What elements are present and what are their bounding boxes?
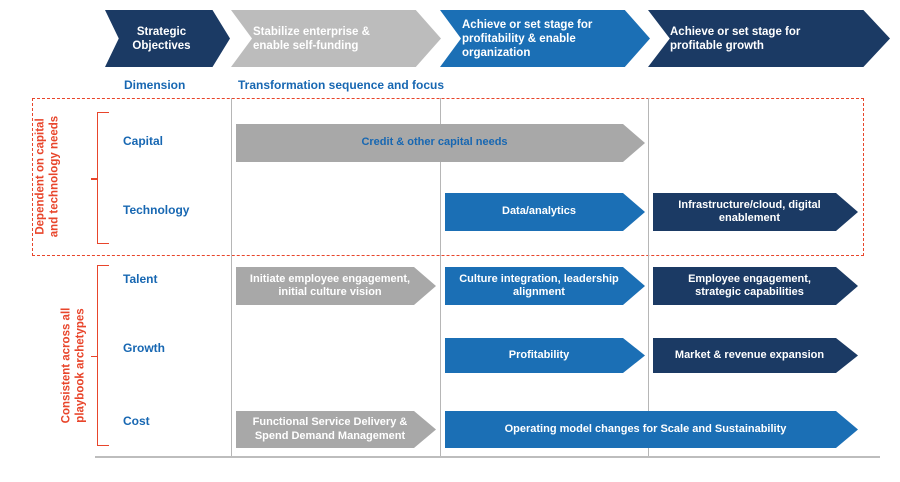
column-divider-2 xyxy=(440,98,441,456)
bracket-tick xyxy=(91,178,98,180)
dimension-label-technology: Technology xyxy=(123,203,190,217)
arrow-talent-employee-engagement-label: Employee engagement, strategic capabilit… xyxy=(688,272,811,298)
column-label-dimension: Dimension xyxy=(124,78,186,92)
arrow-capital-credit-label: Credit & other capital needs xyxy=(361,136,508,149)
arrow-cost-operating-model-label: Operating model changes for Scale and Su… xyxy=(504,422,787,435)
arrow-talent-employee-engagement[interactable]: Employee engagement, strategic capabilit… xyxy=(653,267,858,305)
stage-chevron-4[interactable]: Achieve or set stage for profitable grow… xyxy=(648,10,890,67)
stage-chevron-3-label: Achieve or set stage for profitability &… xyxy=(462,18,593,59)
column-divider-3 xyxy=(648,98,649,456)
arrow-growth-market-expansion[interactable]: Market & revenue expansion xyxy=(653,338,858,373)
stage-chevron-3[interactable]: Achieve or set stage for profitability &… xyxy=(440,10,650,67)
bracket-tick xyxy=(91,355,98,358)
stage-chevron-1[interactable]: Strategic Objectives xyxy=(105,10,230,67)
arrow-technology-infrastructure[interactable]: Infrastructure/cloud, digital enablement xyxy=(653,193,858,231)
arrow-technology-data-analytics[interactable]: Data/analytics xyxy=(445,193,645,231)
stage-chevron-2-label: Stabilize enterprise & enable self-fundi… xyxy=(253,25,370,52)
group-box-dependent xyxy=(32,98,864,256)
baseline-axis xyxy=(95,456,880,458)
dimension-label-cost: Cost xyxy=(123,414,150,428)
arrow-cost-operating-model[interactable]: Operating model changes for Scale and Su… xyxy=(445,411,858,448)
arrow-cost-functional-service-label: Functional Service Delivery & Spend Dema… xyxy=(252,416,408,442)
arrow-growth-market-expansion-label: Market & revenue expansion xyxy=(674,348,825,361)
arrow-talent-initiate-engagement-label: Initiate employee engagement, initial cu… xyxy=(249,272,411,298)
dimension-label-talent: Talent xyxy=(123,272,158,286)
dimension-label-growth: Growth xyxy=(123,341,165,355)
bracket-dependent xyxy=(91,112,109,244)
dimension-label-capital: Capital xyxy=(123,134,164,148)
bracket-consistent xyxy=(91,265,109,446)
column-label-transformation: Transformation sequence and focus xyxy=(238,78,445,92)
group-caption-consistent: Consistent across all playbook archetype… xyxy=(60,307,87,424)
arrow-talent-culture-integration-label: Culture integration, leadership alignmen… xyxy=(459,272,619,298)
stage-chevron-4-label: Achieve or set stage for profitable grow… xyxy=(670,25,801,52)
group-caption-dependent: Dependent on capital and technology need… xyxy=(34,115,61,238)
stage-chevron-1-label: Strategic Objectives xyxy=(132,25,191,52)
stage-chevron-2[interactable]: Stabilize enterprise & enable self-fundi… xyxy=(231,10,441,67)
arrow-technology-infrastructure-label: Infrastructure/cloud, digital enablement xyxy=(678,198,821,224)
arrow-talent-culture-integration[interactable]: Culture integration, leadership alignmen… xyxy=(445,267,645,305)
arrow-growth-profitability[interactable]: Profitability xyxy=(445,338,645,373)
arrow-technology-data-analytics-label: Data/analytics xyxy=(502,205,576,218)
column-divider-1 xyxy=(231,98,232,456)
arrow-capital-credit[interactable]: Credit & other capital needs xyxy=(236,124,645,162)
arrow-cost-functional-service[interactable]: Functional Service Delivery & Spend Dema… xyxy=(236,411,436,448)
arrow-talent-initiate-engagement[interactable]: Initiate employee engagement, initial cu… xyxy=(236,267,436,305)
arrow-growth-profitability-label: Profitability xyxy=(508,348,570,361)
